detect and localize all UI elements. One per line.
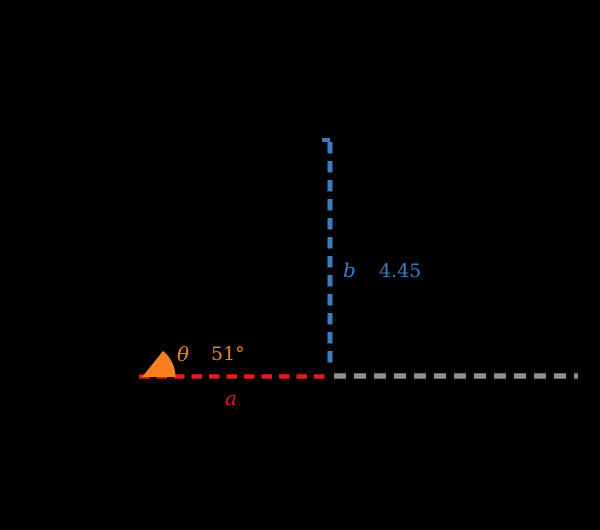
side-b-value-label: 4.45 xyxy=(379,260,421,282)
angle-theta-label: θ xyxy=(177,342,189,366)
side-b-label: b xyxy=(343,258,356,282)
side-a-label: a xyxy=(225,386,237,410)
angle-value-label: 51° xyxy=(211,343,245,365)
angle-wedge xyxy=(142,350,176,377)
